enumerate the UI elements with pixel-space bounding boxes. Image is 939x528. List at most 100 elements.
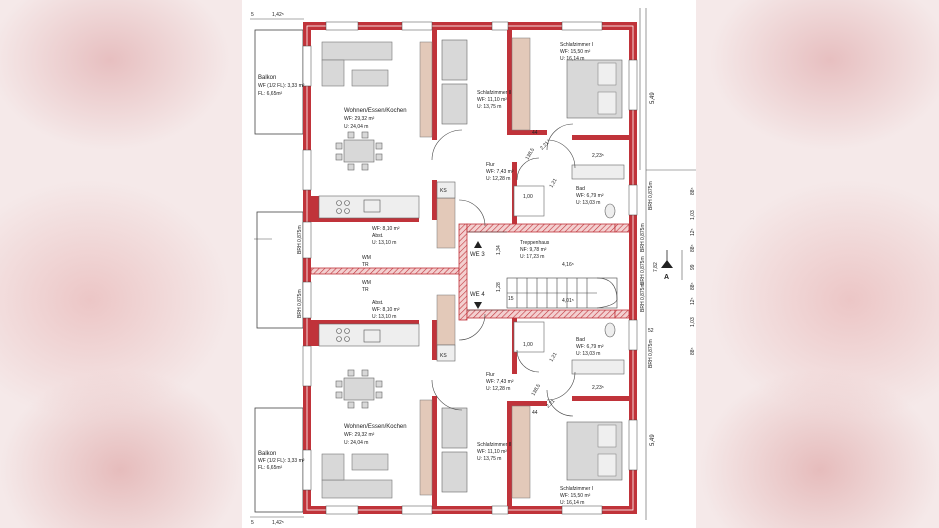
wohnen-top-label: Wohnen/Essen/Kochen WF: 29,32 m² U: 24,0… [344,108,407,130]
dim-bottom-left-5: 5 [251,520,254,526]
schlaf2-top-name: Schlafzimmer II [477,90,511,96]
dim-right-88-b: 88⁵ [690,244,696,252]
dim-door-223-bottom: 2,23⁵ [592,385,604,391]
schlaf2-top-label: Schlafzimmer II WF: 11,10 m² U: 13,75 m [477,90,511,110]
staircase [467,231,618,311]
dim-right-99: 99 [690,264,696,270]
wohnen-bottom-wf: WF: 29,32 m² [344,432,375,438]
dim-brh-1: BRH 0,875m [297,225,303,254]
bad-top-wf: WF: 6,79 m² [576,193,604,199]
wohnen-top-wf: WF: 29,32 m² [344,116,375,122]
label-tr-top: TR [362,262,369,268]
abst-top-u: U: 13,10 m [372,240,396,246]
schlaf1-top-label: Schlafzimmer I WF: 15,50 m² U: 16,14 m [560,42,593,62]
treppenhaus-name: Treppenhaus [520,240,550,246]
flur-top-u: U: 12,28 m [486,176,510,182]
cabinets [419,37,531,499]
section-marker-label: A [664,274,669,281]
dim-right-88-c: 88⁵ [690,282,696,290]
schlaf2-bottom-u: U: 13,75 m [477,456,501,462]
section-marker [661,250,673,268]
bad-bottom-label: Bad WF: 6,79 m² U: 13,03 m [576,337,604,357]
dim-door-100-bottom: 1,00 [523,342,533,348]
schlaf2-bottom-wf: WF: 11,10 m² [477,449,507,455]
beds [441,39,623,493]
treppenhaus-u: U: 17,23 m [520,254,544,260]
wohnen-top-u: U: 24,04 m [344,124,368,130]
dim-door-1385-top: 138,5 [525,147,537,161]
dim-right-12-b: 12⁵ [690,297,696,305]
dim-brh-6: BRH 0,875m [640,283,646,312]
label-ks-bottom: KS [440,353,447,359]
dim-stair-128: 1,28 [496,282,502,292]
schlaf1-bottom-name: Schlafzimmer I [560,486,593,492]
floor-plan-drawing: Balkon WF (1/2 FL): 3,33 m² FL: 6,65m² B… [250,8,696,526]
treppenhaus-label: Treppenhaus NF: 9,78 m² U: 17,23 m [520,240,550,260]
flur-bottom-wf: WF: 7,43 m² [486,379,514,385]
bad-bottom-wf: WF: 6,79 m² [576,344,604,350]
dim-door-121-bottom: 1,21 [549,351,559,363]
bad-top-name: Bad [576,186,585,192]
dim-door-44-top: 44 [532,130,538,136]
schlaf2-bottom-name: Schlafzimmer II [477,442,511,448]
schlaf1-bottom-wf: WF: 15,50 m² [560,493,591,499]
abst-top-wf: WF: 8,10 m² [372,226,400,232]
schlaf1-bottom-label: Schlafzimmer I WF: 15,50 m² U: 16,14 m [560,486,593,506]
dim-door-121-top: 1,21 [549,177,559,189]
wohnen-bottom-name: Wohnen/Essen/Kochen [344,424,407,430]
dim-door-223-top: 2,23⁵ [592,153,604,159]
kitchen-counters [318,181,456,362]
dim-right-103-a: 1,03 [690,210,696,220]
schlaf1-top-u: U: 16,14 m [560,56,584,62]
dim-door-44-bottom: 44 [532,410,538,416]
schlaf2-top-u: U: 13,75 m [477,104,501,110]
dim-door-221-bottom: 2,21 [545,398,556,409]
dim-door-1385-bottom: 138,5 [531,383,543,397]
unit-we3: WE 3 [470,252,485,258]
balkon-top-label: Balkon WF (1/2 FL): 3,33 m² FL: 6,65m² [258,75,305,97]
abst-bottom-name: Abst. [372,300,383,306]
schlaf1-bottom-u: U: 16,14 m [560,500,584,506]
dim-stair-416: 4,16⁵ [562,262,574,268]
dim-brh-7: BRH 0,875m [648,339,654,368]
dim-right-103-b: 1,03 [690,317,696,327]
balkon-top-name: Balkon [258,75,276,81]
flur-top-name: Flur [486,162,495,168]
bad-bottom-name: Bad [576,337,585,343]
dim-right-12-a: 12⁵ [690,228,696,236]
dimension-lines [250,8,696,520]
balkon-bottom-name: Balkon [258,451,276,457]
balkon-bottom-wf: WF (1/2 FL): 3,33 m² [258,458,305,464]
windows [302,21,638,515]
flur-bottom-label: Flur WF: 7,43 m² U: 12,28 m [486,372,514,392]
abst-bottom-wf: WF: 8,10 m² [372,307,400,313]
dim-right-782: 7,82 [653,262,659,272]
bad-bottom-u: U: 13,03 m [576,351,600,357]
sinks [336,199,381,343]
dim-brh-5: BRH 0,875m [640,256,646,285]
abst-bottom-u: U: 13,10 m [372,314,396,320]
dim-door-221-top: 2,21 [539,140,550,151]
dining-tables [335,131,383,409]
dim-stair-52: 52 [648,328,654,334]
unit-we4: WE 4 [470,292,485,298]
balkon-bottom-label: Balkon WF (1/2 FL): 3,33 m² FL: 6,65m² [258,451,305,471]
schlaf1-top-name: Schlafzimmer I [560,42,593,48]
dim-stair-134: 1,34 [496,245,502,255]
flur-bottom-name: Flur [486,372,495,378]
label-ks-top: KS [440,188,447,194]
dim-top-left-142: 1,42⁵ [272,12,284,18]
schlaf2-bottom-label: Schlafzimmer II WF: 11,10 m² U: 13,75 m [477,442,511,462]
floor-plan-sheet: Balkon WF (1/2 FL): 3,33 m² FL: 6,65m² B… [242,0,696,528]
dim-stair-15: 15 [508,296,514,302]
dim-brh-4: BRH 0,875m [640,223,646,252]
wohnen-bottom-u: U: 24,04 m [344,440,368,446]
pillows [597,62,617,477]
wohnen-bottom-label: Wohnen/Essen/Kochen WF: 29,32 m² U: 24,0… [344,424,407,446]
dim-brh-3: BRH 0,875m [648,181,654,210]
dim-brh-2: BRH 0,875m [297,289,303,318]
dim-bottom-left-142: 1,42⁵ [272,520,284,526]
bad-top-u: U: 13,03 m [576,200,600,206]
label-wm-top: WM [362,255,371,261]
dim-right-88-a: 88⁵ [690,187,696,195]
